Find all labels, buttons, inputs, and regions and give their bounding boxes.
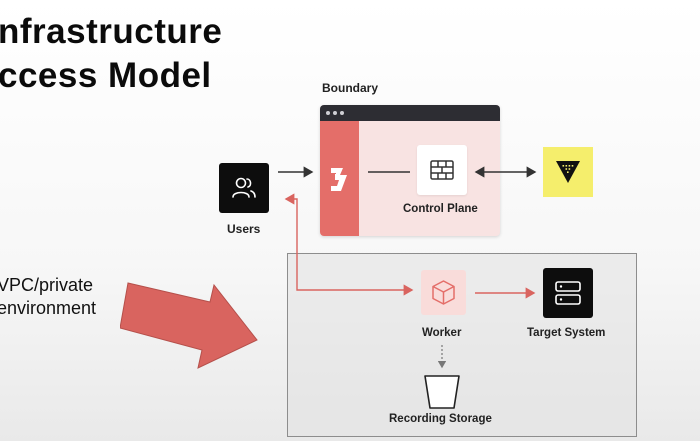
window-title-bar <box>320 105 500 121</box>
vpc-label-line-1: VPC/private <box>0 275 94 295</box>
cube-icon <box>432 280 455 305</box>
window-dot <box>326 111 330 115</box>
target-system-label: Target System <box>527 327 606 339</box>
bucket-icon <box>424 375 460 409</box>
vault-icon-box <box>543 147 593 197</box>
boundary-label: Boundary <box>322 81 379 95</box>
vault-triangle-icon <box>556 161 580 183</box>
slide-title-line-2: ccess Model <box>0 56 212 95</box>
brick-wall-icon <box>430 160 454 180</box>
recording-storage-label: Recording Storage <box>389 413 492 425</box>
window-dot <box>333 111 337 115</box>
users-icon-box <box>219 163 269 213</box>
vpc-label-line-2: environment <box>0 298 97 318</box>
worker-icon-box <box>421 270 466 315</box>
boundary-logo-icon <box>331 168 347 191</box>
users-icon <box>232 177 256 198</box>
control-plane-icon-box <box>417 145 467 195</box>
window-dot <box>340 111 344 115</box>
big-pointer-arrow <box>120 282 258 369</box>
users-worker-arrow <box>284 193 414 296</box>
control-plane-label: Control Plane <box>403 203 478 215</box>
worker-label: Worker <box>422 327 462 339</box>
users-label: Users <box>227 222 261 236</box>
server-icon <box>555 281 581 305</box>
slide-title-line-1: nfrastructure <box>0 12 223 51</box>
target-system-icon-box <box>543 268 593 318</box>
